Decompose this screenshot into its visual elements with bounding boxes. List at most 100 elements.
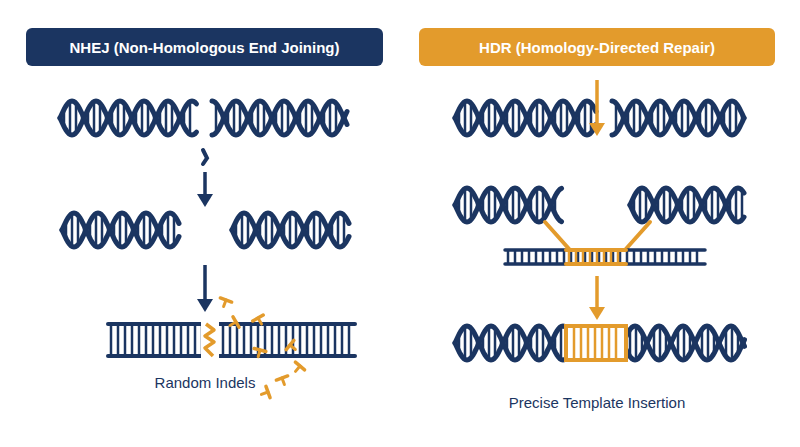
base-pair (171, 105, 174, 130)
base-pair (711, 105, 714, 130)
base-pair (514, 250, 517, 264)
base-pair (180, 324, 183, 356)
base-pair (729, 104, 732, 133)
base-pair (668, 250, 671, 264)
base-pair (659, 328, 662, 358)
dna-strand (505, 262, 705, 266)
base-pair (682, 250, 685, 264)
base-pair (464, 191, 467, 220)
base-pair (589, 250, 592, 264)
base-pair (329, 104, 332, 133)
base-pair (265, 216, 268, 245)
base-pair (735, 191, 738, 220)
dna-strand (108, 354, 355, 358)
base-pair (619, 250, 622, 264)
base-pair (239, 105, 242, 130)
base-pair (69, 104, 72, 133)
dna-strand (505, 248, 705, 252)
dna-strand (232, 213, 349, 247)
base-pair (741, 192, 744, 217)
base-pair (305, 104, 308, 133)
base-pair (542, 192, 545, 217)
base-pair (110, 324, 113, 356)
base-pair (229, 324, 232, 356)
base-pair (615, 328, 618, 358)
base-pair (663, 191, 666, 220)
dna-strand (60, 101, 197, 135)
base-pair (250, 324, 253, 356)
dna-strand (630, 188, 744, 222)
base-pair (573, 328, 576, 358)
base-pair (341, 324, 344, 356)
dna-strand (108, 322, 355, 326)
base-pair (334, 324, 337, 356)
arrow-head (589, 123, 605, 136)
base-pair (470, 192, 473, 217)
base-pair (635, 328, 638, 358)
base-pair (165, 104, 168, 133)
base-pair (512, 191, 515, 220)
base-pair (131, 324, 134, 356)
base-pair (119, 216, 122, 245)
dna-strand (626, 326, 745, 360)
base-pair (348, 324, 351, 356)
base-pair (657, 104, 660, 133)
base-pair (470, 105, 473, 130)
nucleotide-fragment (253, 315, 267, 327)
base-pair (306, 324, 309, 356)
dna-strand (612, 101, 744, 135)
base-pair (287, 105, 290, 130)
base-pair (536, 191, 539, 220)
dna-strand (626, 326, 745, 360)
nucleotide-fragment (276, 376, 290, 387)
base-pair (601, 328, 604, 358)
base-pair (518, 330, 521, 355)
base-pair (494, 192, 497, 217)
dna-strand (455, 101, 596, 135)
base-pair (337, 216, 340, 245)
base-pair (278, 324, 281, 356)
base-pair (603, 250, 606, 264)
base-pair (147, 105, 150, 130)
base-pair (320, 324, 323, 356)
base-pair (536, 329, 539, 358)
nucleotide-fragment (218, 298, 232, 309)
base-pair (560, 104, 563, 133)
base-pair (556, 250, 559, 264)
step-arrow (595, 276, 599, 310)
outcome-label: Random Indels (155, 374, 256, 391)
base-pair (143, 216, 146, 245)
base-pair (647, 250, 650, 264)
base-pair (542, 105, 545, 130)
base-pair (124, 324, 127, 356)
base-pair (141, 104, 144, 133)
base-pair (639, 191, 642, 220)
dna-strand (455, 326, 566, 360)
base-pair (313, 216, 316, 245)
base-pair (535, 250, 538, 264)
dna-strand (566, 262, 626, 266)
base-pair (189, 104, 192, 133)
base-pair (707, 328, 710, 358)
nhej-illustration (60, 101, 355, 400)
base-pair (93, 104, 96, 133)
base-pair (640, 250, 643, 264)
base-pair (518, 105, 521, 130)
base-pair (289, 216, 292, 245)
dna-fragment (203, 150, 207, 164)
nucleotide-fragment (291, 362, 305, 375)
base-pair (580, 328, 583, 358)
base-pair (173, 324, 176, 356)
break-site (201, 322, 219, 358)
base-pair (464, 329, 467, 358)
base-pair (271, 324, 274, 356)
strand-invasion (625, 222, 650, 250)
base-pair (138, 324, 141, 356)
base-pair (568, 250, 571, 264)
base-pair (247, 217, 250, 242)
base-pair (633, 104, 636, 133)
base-pair (488, 191, 491, 220)
base-pair (311, 105, 314, 130)
header-text: NHEJ (Non-Homologous End Joining) (70, 39, 340, 56)
